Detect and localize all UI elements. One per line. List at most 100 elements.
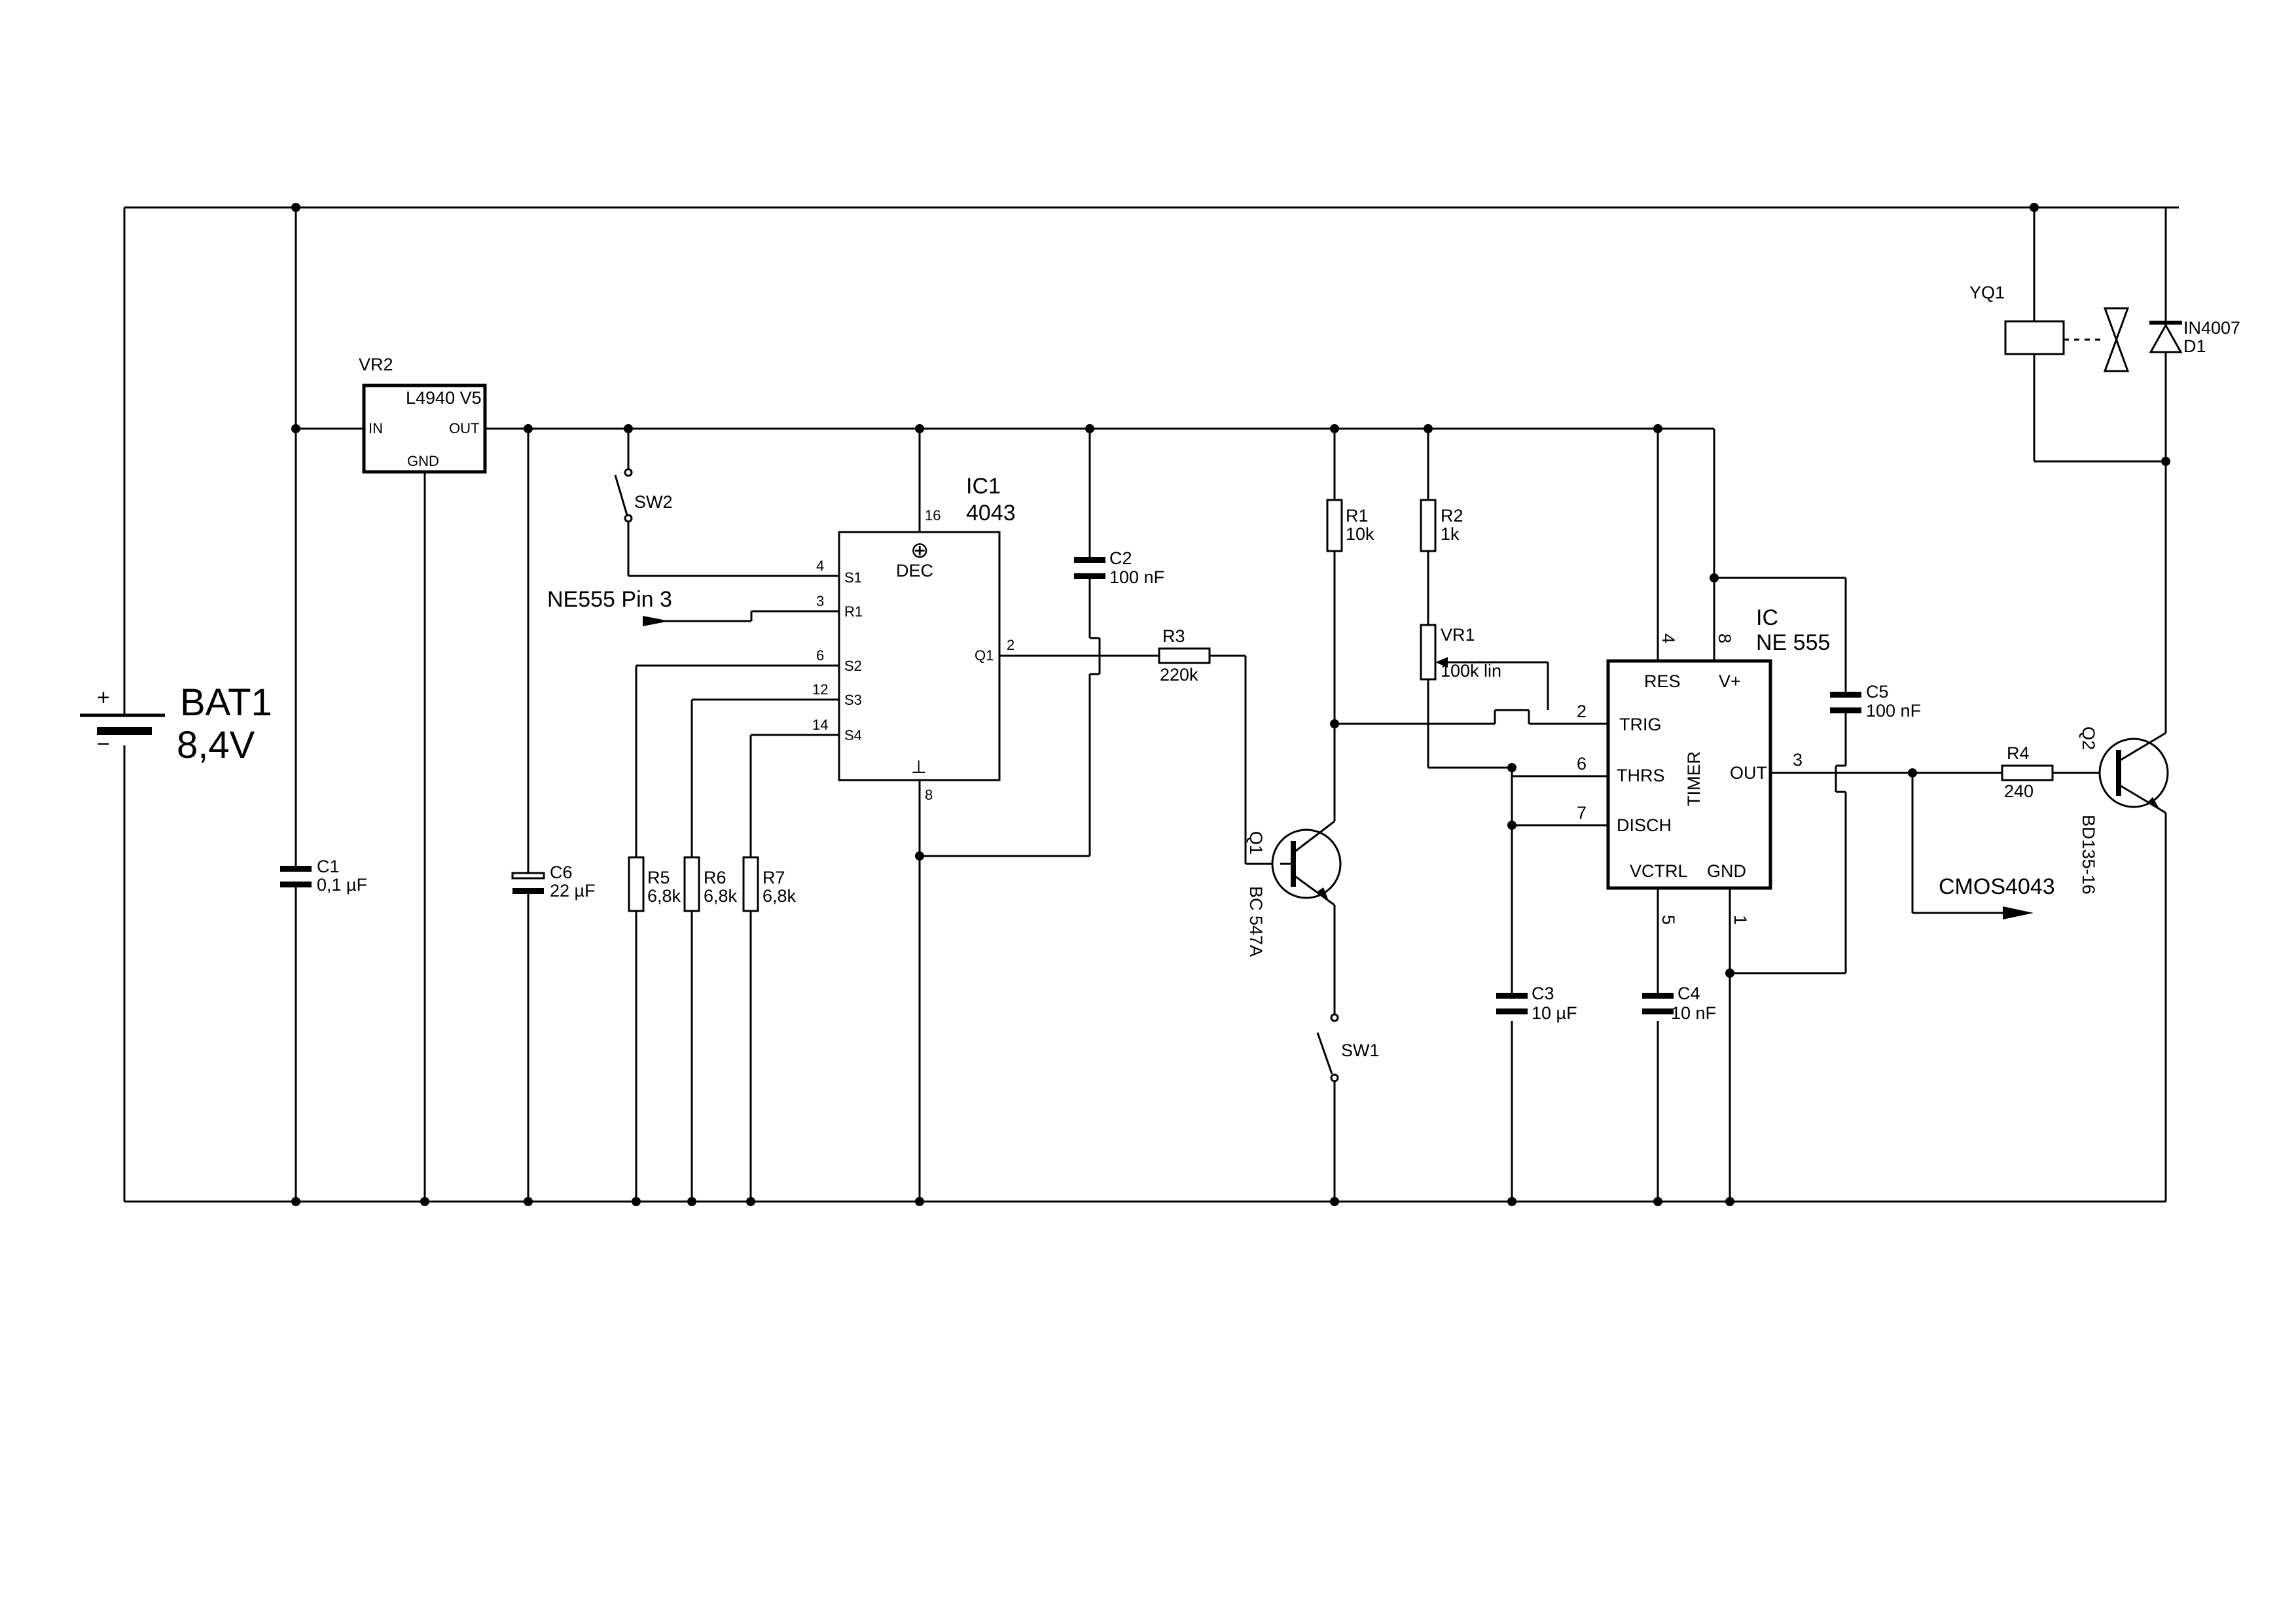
r4-value: 240	[2004, 781, 2034, 801]
ic1-pin-vdd-num: 16	[925, 507, 941, 524]
capacitor-c2: C2 100 nF	[1074, 548, 1164, 587]
ic555-num-gnd: 1	[1731, 915, 1750, 925]
ic1-name: IC1	[966, 474, 1001, 499]
r4-name: R4	[2007, 743, 2030, 763]
ic1-dec-label: DEC	[896, 561, 933, 580]
c2-value: 100 nF	[1109, 567, 1164, 587]
r5-value: 6,8k	[647, 886, 681, 906]
ic1-4043: IC1 4043 16 ⊕ DEC ⊥ 8 4 S1 3 R1 6 S2 12 …	[812, 474, 1016, 803]
r3-name: R3	[1162, 626, 1185, 646]
resistor-r4: R4 240	[2001, 743, 2054, 801]
ne555-pin3-input: NE555 Pin 3	[547, 587, 672, 626]
vr2-pin-gnd: GND	[407, 453, 439, 469]
ic555-name: IC	[1756, 605, 1778, 630]
q1-name: Q1	[1246, 831, 1266, 855]
cmos4043-output: CMOS4043	[1939, 874, 2055, 919]
ic555-pin-disch: DISCH	[1617, 815, 1672, 835]
ic1-pin-gnd-num: 8	[925, 787, 933, 803]
capacitor-c1: C1 0,1 µF	[280, 857, 367, 895]
r1-value: 10k	[1346, 524, 1374, 544]
resistor-r2: R2 1k	[1420, 499, 1463, 552]
ic555-num-disch: 7	[1577, 803, 1587, 823]
capacitor-c4: C4 10 nF	[1642, 984, 1716, 1023]
r5-name: R5	[647, 868, 670, 887]
vr1-name: VR1	[1441, 625, 1475, 645]
ic1-pin-s2-num: 6	[816, 647, 824, 664]
ic1-pin-r1-num: 3	[816, 593, 824, 609]
ic555-part: NE 555	[1756, 630, 1830, 655]
c4-name: C4	[1677, 984, 1700, 1003]
r7-name: R7	[762, 868, 785, 887]
ic555-pin-vplus: V+	[1719, 671, 1741, 691]
ic1-pin-s1-label: S1	[844, 569, 862, 586]
ne555-input-label: NE555 Pin 3	[547, 587, 672, 612]
ic1-pin-r1-label: R1	[844, 603, 863, 620]
c6-name: C6	[550, 863, 573, 882]
d1-name: D1	[2183, 336, 2206, 356]
ic1-pin-s3-num: 12	[812, 681, 828, 698]
potentiometer-vr1: VR1 100k lin	[1420, 624, 1501, 681]
ic555-num-out: 3	[1793, 750, 1803, 770]
ic555-num-vctrl: 5	[1659, 915, 1678, 925]
transistor-q2: Q2 BD135-16	[2079, 726, 2169, 895]
cmos-output-label: CMOS4043	[1939, 874, 2055, 899]
vr2-part: L4940 V5	[406, 388, 482, 408]
ic-ne555: IC NE 555 RES V+ TRIG THRS DISCH VCTRL G…	[1577, 605, 1830, 925]
diode-d1: IN4007 D1	[2149, 318, 2240, 356]
ic1-pin-q1-num: 2	[1007, 637, 1014, 653]
c1-value: 0,1 µF	[317, 875, 367, 895]
r2-name: R2	[1441, 506, 1463, 526]
c3-value: 10 µF	[1532, 1003, 1577, 1023]
resistor-r3: R3 220k	[1158, 626, 1211, 685]
ic555-timer-label: TIMER	[1684, 751, 1704, 806]
ic1-pin-s2-label: S2	[844, 658, 862, 674]
ic1-pin-s3-label: S3	[844, 692, 862, 708]
r2-value: 1k	[1441, 524, 1460, 544]
vr2-pin-out: OUT	[449, 420, 479, 437]
vr2-name: VR2	[359, 355, 393, 374]
r1-name: R1	[1346, 506, 1369, 526]
ic555-pin-trig: TRIG	[1619, 715, 1662, 734]
r6-value: 6,8k	[704, 886, 738, 906]
c6-value: 22 µF	[550, 881, 596, 901]
ic1-pin-q1-label: Q1	[975, 647, 994, 664]
junction-dots	[291, 203, 2170, 1206]
ic555-num-vplus: 8	[1715, 633, 1734, 643]
r7-value: 6,8k	[762, 886, 797, 906]
c1-name: C1	[317, 857, 340, 876]
switch-sw1: SW1	[1316, 1013, 1380, 1082]
resistor-r7: R7 6,8k	[742, 856, 797, 912]
vr1-value: 100k lin	[1441, 661, 1501, 681]
switch-sw2: SW2	[614, 468, 673, 523]
ic555-num-res: 4	[1659, 633, 1678, 643]
ic555-num-trig: 2	[1577, 702, 1587, 721]
resistor-r5: R5 6,8k	[628, 856, 681, 912]
resistor-r6: R6 6,8k	[683, 856, 738, 912]
c3-name: C3	[1532, 984, 1554, 1003]
wires	[123, 206, 2179, 1203]
yq1-name: YQ1	[1969, 283, 2005, 302]
q2-part: BD135-16	[2079, 815, 2098, 895]
valve-yq1: YQ1	[1969, 283, 2130, 372]
ic1-pin-s1-num: 4	[816, 558, 824, 574]
ic555-pin-out: OUT	[1730, 763, 1767, 783]
sw1-name: SW1	[1341, 1041, 1380, 1060]
ic1-part: 4043	[966, 501, 1016, 526]
resistor-r1: R1 10k	[1326, 499, 1374, 552]
q1-part: BC 547A	[1246, 886, 1266, 957]
battery-voltage: 8,4V	[177, 724, 255, 766]
capacitor-c5: C5 100 nF	[1830, 682, 1921, 721]
capacitor-c6: C6 22 µF	[511, 863, 596, 901]
ic555-pin-gnd: GND	[1707, 861, 1746, 881]
ic1-pin-s4-num: 14	[812, 717, 828, 733]
battery-minus-sign: −	[97, 732, 110, 757]
c5-value: 100 nF	[1866, 701, 1921, 721]
regulator-vr2: VR2 L4940 V5 IN OUT GND	[359, 355, 487, 474]
ic555-pin-res: RES	[1644, 671, 1681, 691]
c2-name: C2	[1109, 548, 1132, 568]
ic555-num-thrs: 6	[1577, 754, 1587, 774]
ic1-gnd-icon: ⊥	[911, 757, 927, 777]
battery-bat1: + − BAT1 8,4V	[80, 681, 272, 766]
battery-plus-sign: +	[97, 685, 110, 710]
